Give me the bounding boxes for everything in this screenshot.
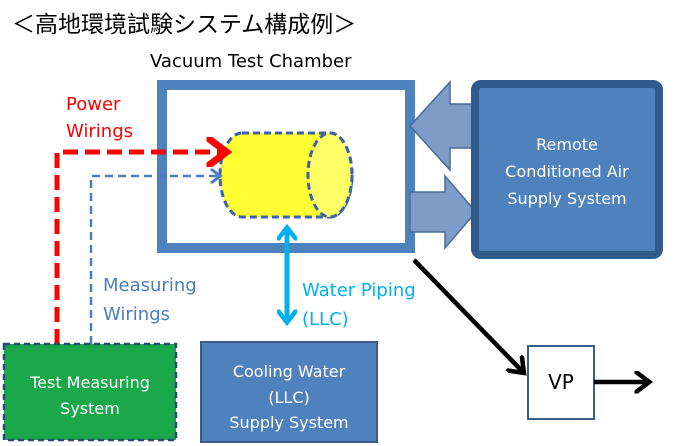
water-label-line-2: (LLC) [302, 309, 349, 330]
water-label-line-1: Water Piping [302, 280, 416, 301]
cooling-line-2: (LLC) [268, 388, 309, 407]
air-outlet-arrow [409, 173, 477, 251]
test-sample-cylinder [218, 131, 354, 219]
cooling-line-3: Supply System [229, 413, 348, 432]
test-measuring-line-1: Test Measuring [29, 373, 150, 392]
test-measuring-system-box [2, 342, 178, 442]
air-supply-system-box [471, 80, 663, 259]
vp-label: VP [548, 370, 574, 394]
measuring-wiring-line [89, 176, 219, 344]
power-label-line-1: Power [66, 94, 121, 115]
vacuum-pump-box [527, 345, 595, 420]
measuring-label-line-1: Measuring [103, 275, 197, 296]
measuring-label-line-2: Wirings [103, 304, 170, 325]
air-supply-line-3: Supply System [507, 189, 626, 208]
vacuum-line [412, 258, 523, 372]
air-supply-line-1: Remote [536, 135, 598, 154]
power-label-line-2: Wirings [66, 121, 133, 142]
cooling-water-system-box [200, 341, 378, 443]
diagram-title: ＜高地環境試験システム構成例＞ [12, 12, 356, 38]
cooling-line-1: Cooling Water [233, 362, 346, 381]
air-supply-line-2: Conditioned Air [505, 162, 629, 181]
air-inlet-arrow [408, 80, 474, 172]
chamber-label: Vacuum Test Chamber [150, 51, 352, 72]
test-measuring-line-2: System [60, 399, 120, 418]
